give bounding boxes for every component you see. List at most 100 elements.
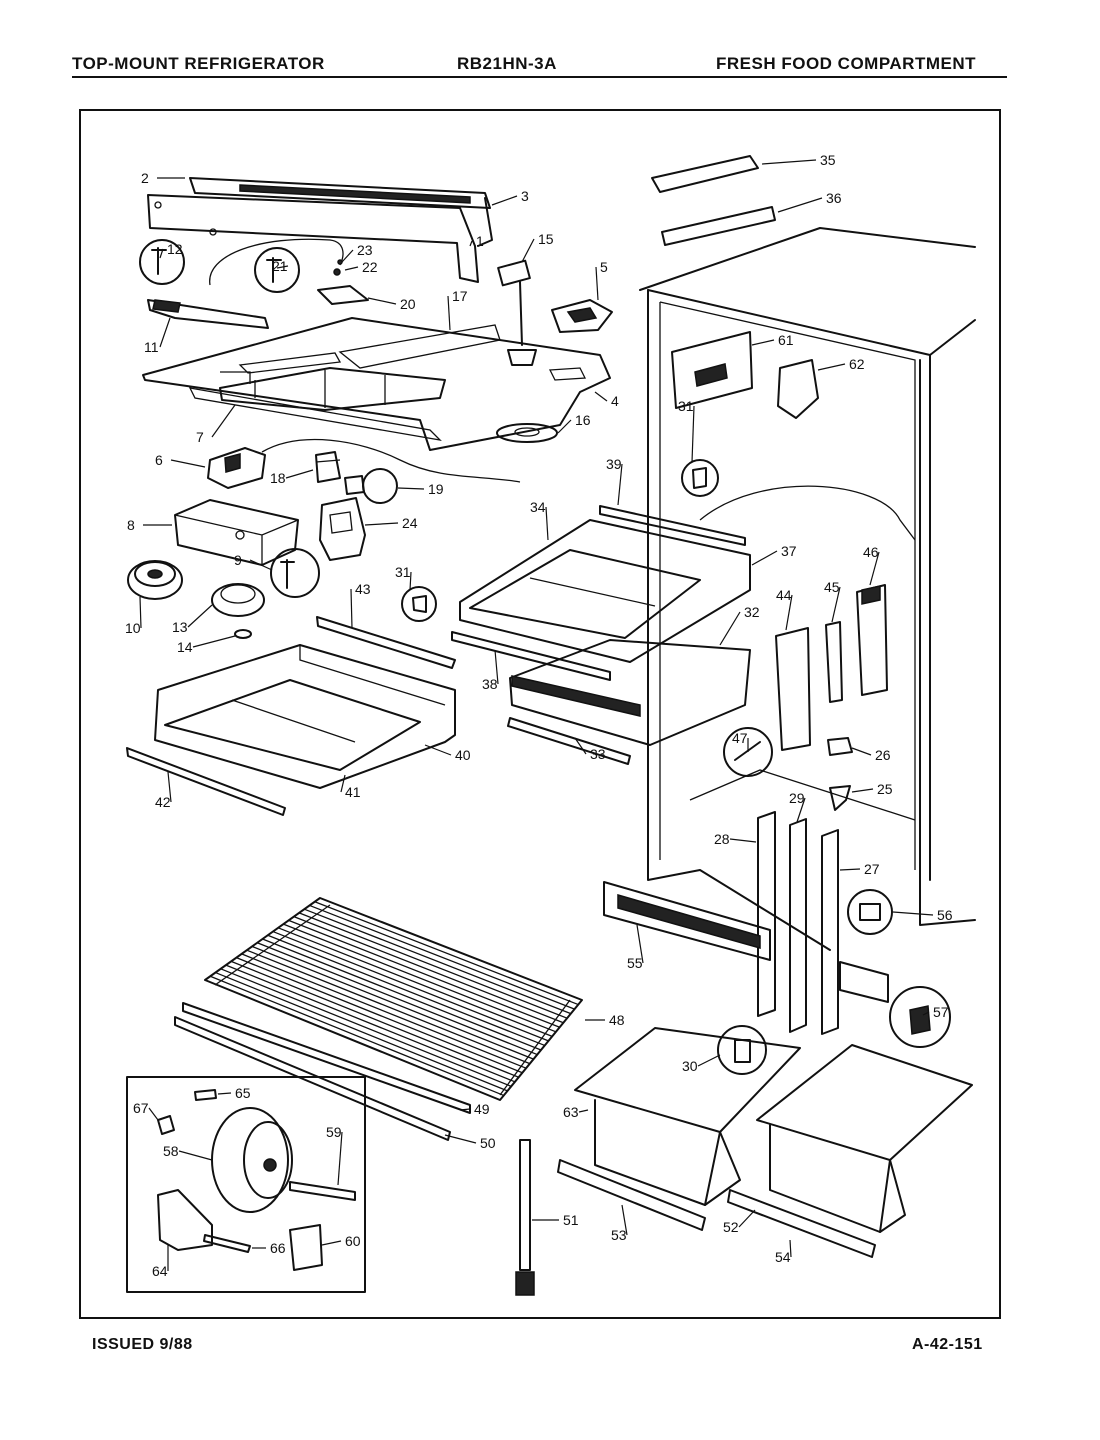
callout-18: 18 bbox=[270, 470, 286, 486]
callout-leader-21 bbox=[276, 265, 289, 269]
callout-47: 47 bbox=[732, 730, 748, 746]
part-55-grille bbox=[603, 881, 771, 961]
callout-leader-31 bbox=[691, 405, 695, 463]
part-14-washer bbox=[234, 629, 252, 639]
callout-66: 66 bbox=[270, 1240, 286, 1256]
callout-leader-38 bbox=[494, 649, 499, 685]
callout-65: 65 bbox=[235, 1085, 251, 1101]
crisper-slat bbox=[298, 912, 568, 1019]
part-49-trim bbox=[182, 1002, 471, 1114]
crisper-slat bbox=[304, 908, 572, 1015]
part-61-bracket bbox=[671, 331, 753, 409]
callout-53: 53 bbox=[611, 1227, 627, 1243]
crisper-slat bbox=[251, 945, 534, 1060]
part-67-pin bbox=[157, 1115, 175, 1135]
callout-leader-55 bbox=[636, 924, 644, 964]
callout-leader-11 bbox=[159, 317, 171, 348]
callout-leader-25 bbox=[851, 788, 874, 793]
callout-67: 67 bbox=[133, 1100, 149, 1116]
callout-leader-49 bbox=[459, 1108, 471, 1111]
crisper-grid bbox=[209, 901, 579, 1097]
header-rule bbox=[72, 76, 1007, 78]
callout-leader-52 bbox=[738, 1209, 756, 1228]
wire-harness bbox=[209, 238, 344, 286]
callout-leader-18 bbox=[285, 469, 314, 479]
callout-leader-57 bbox=[922, 1011, 930, 1016]
callout-leader-15 bbox=[521, 238, 535, 263]
crisper-slat bbox=[215, 971, 508, 1092]
callout-21: 21 bbox=[272, 258, 288, 274]
callout-62: 62 bbox=[849, 356, 865, 372]
part-44-bracket bbox=[775, 627, 811, 751]
part-10-knob bbox=[127, 560, 183, 600]
callout-25: 25 bbox=[877, 781, 893, 797]
crisper-slat bbox=[267, 934, 545, 1047]
crisper-slat bbox=[293, 916, 564, 1024]
callout-7: 7 bbox=[196, 429, 204, 445]
part-11-bulb-socket bbox=[147, 299, 269, 329]
callout-leader-3 bbox=[491, 195, 518, 206]
diagram-frame bbox=[79, 109, 1001, 1319]
callout-leader-13 bbox=[187, 604, 213, 628]
callout-35: 35 bbox=[820, 152, 836, 168]
callout-59: 59 bbox=[326, 1124, 342, 1140]
callout-11: 11 bbox=[144, 339, 159, 355]
callout-leader-42 bbox=[167, 771, 172, 803]
part-29-rail bbox=[789, 818, 807, 1033]
callout-30: 30 bbox=[682, 1058, 698, 1074]
crisper-slat bbox=[220, 968, 512, 1087]
part-19-light-bulb bbox=[344, 468, 398, 504]
part-59-axle bbox=[289, 1181, 356, 1201]
callout-58: 58 bbox=[163, 1143, 179, 1159]
part-46-bracket bbox=[856, 584, 888, 696]
part-54-trim bbox=[727, 1189, 876, 1258]
part-4-ceiling-panel bbox=[142, 317, 611, 451]
footer-drawing-code: A-42-151 bbox=[912, 1336, 983, 1353]
crisper-slat bbox=[283, 923, 557, 1033]
part-15-probe bbox=[497, 259, 537, 366]
callout-leader-62 bbox=[817, 363, 846, 371]
callout-41: 41 bbox=[345, 784, 361, 800]
callout-39: 39 bbox=[606, 456, 622, 472]
part-45-pin bbox=[825, 621, 843, 703]
callout-leader-16 bbox=[557, 419, 572, 434]
callout-34: 34 bbox=[530, 499, 546, 515]
part-25-screw bbox=[829, 785, 851, 811]
footer-issued-date: ISSUED 9/88 bbox=[92, 1336, 193, 1353]
callout-leader-1 bbox=[469, 240, 473, 247]
callout-leader-37 bbox=[751, 550, 778, 566]
callout-54: 54 bbox=[775, 1249, 791, 1265]
part-66-pin bbox=[203, 1234, 251, 1253]
callout-leader-61 bbox=[751, 339, 775, 346]
crisper-slat bbox=[209, 975, 504, 1097]
part-33-trim bbox=[507, 717, 631, 765]
callout-5: 5 bbox=[600, 259, 608, 275]
callout-leader-35 bbox=[761, 159, 817, 165]
header-model-number: RB21HN-3A bbox=[457, 54, 557, 73]
callout-leader-23 bbox=[341, 249, 354, 263]
part-51-rod bbox=[515, 1139, 535, 1296]
part-58-roller bbox=[211, 1107, 293, 1213]
header-title-right: FRESH FOOD COMPARTMENT bbox=[716, 54, 977, 73]
callout-leader-24 bbox=[364, 522, 399, 526]
callout-46: 46 bbox=[863, 544, 879, 560]
callout-10: 10 bbox=[125, 620, 141, 636]
part-35-hinge bbox=[651, 155, 759, 193]
callout-leader-26 bbox=[851, 747, 872, 756]
crisper-slat bbox=[230, 960, 519, 1078]
crisper-slat bbox=[236, 957, 523, 1074]
callout-28: 28 bbox=[714, 831, 730, 847]
part-5-guide bbox=[551, 299, 613, 333]
roller-inset-box bbox=[126, 1076, 366, 1293]
part-17-ducts bbox=[219, 367, 446, 411]
part-52-crisper-pan-right bbox=[756, 1044, 973, 1233]
callout-leader-43 bbox=[350, 588, 353, 629]
callout-48: 48 bbox=[609, 1012, 625, 1028]
callout-43: 43 bbox=[355, 581, 371, 597]
part-6-thermostat bbox=[207, 447, 266, 489]
part-16-knob bbox=[496, 423, 558, 443]
callout-leader-9 bbox=[249, 559, 273, 571]
part-63-crisper-pan-left bbox=[574, 1027, 801, 1206]
part-39-trim bbox=[599, 505, 746, 546]
callout-38: 38 bbox=[482, 676, 498, 692]
